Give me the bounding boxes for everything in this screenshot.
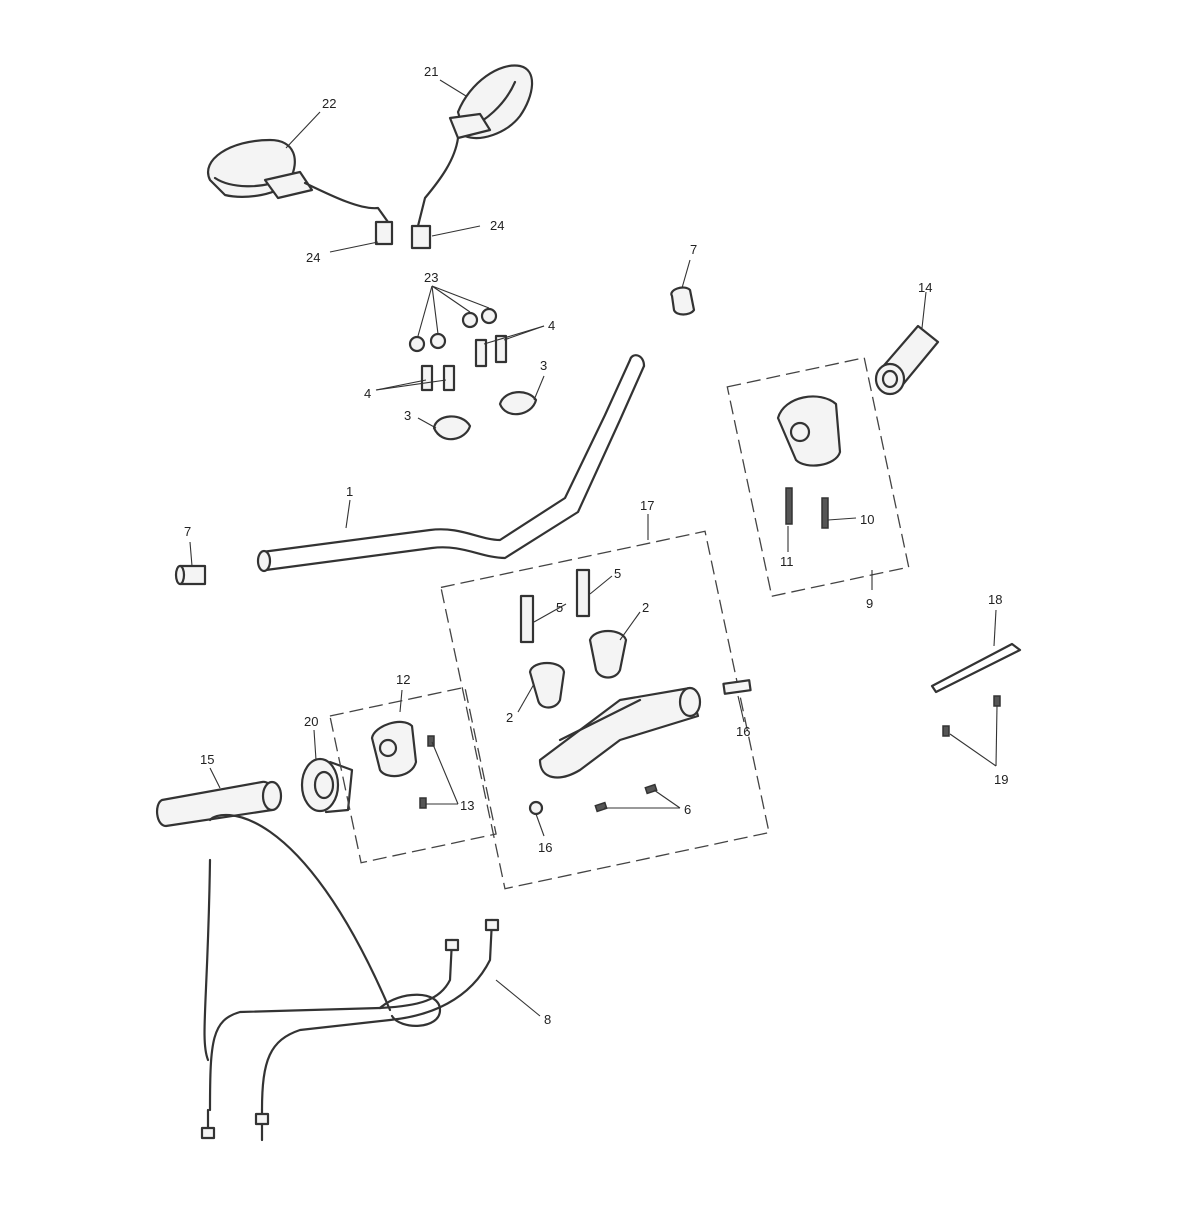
callout-24-left: 24	[306, 250, 320, 265]
riser-bolts-long	[519, 568, 591, 644]
mirror-left	[207, 138, 394, 246]
clamp-caps	[432, 391, 538, 441]
callout-20: 20	[304, 714, 318, 729]
top-yoke	[528, 679, 752, 816]
callout-7-left: 7	[184, 524, 191, 539]
grip-right	[874, 324, 940, 396]
callout-7-right: 7	[690, 242, 697, 257]
callout-2-right: 2	[642, 600, 649, 615]
callout-18: 18	[988, 592, 1002, 607]
callout-17: 17	[640, 498, 654, 513]
bar-end-right	[670, 286, 696, 316]
callout-14: 14	[918, 280, 932, 295]
callout-3-left: 3	[404, 408, 411, 423]
callout-9: 9	[866, 596, 873, 611]
callout-24-right: 24	[490, 218, 504, 233]
callout-6: 6	[684, 802, 691, 817]
mirror-right	[410, 64, 534, 250]
callout-16-right: 16	[736, 724, 750, 739]
switch-housing-right	[776, 395, 842, 529]
switch-right-box	[726, 357, 910, 597]
callout-3-right: 3	[540, 358, 547, 373]
bar-end-left	[174, 564, 207, 586]
callout-4-right: 4	[548, 318, 555, 333]
callout-16-left: 16	[538, 840, 552, 855]
callout-5-left: 5	[556, 600, 563, 615]
callout-21: 21	[424, 64, 438, 79]
leader-lines	[189, 79, 998, 1017]
callout-23: 23	[424, 270, 438, 285]
callout-5-right: 5	[614, 566, 621, 581]
switch-left-box	[329, 686, 497, 864]
callout-11: 11	[780, 554, 794, 569]
grip-left	[156, 780, 283, 828]
callout-4-left: 4	[364, 386, 371, 401]
throttle-cables	[200, 813, 500, 1142]
callout-22: 22	[322, 96, 336, 111]
riser-bolts	[420, 334, 508, 392]
clip-plate	[930, 642, 1022, 737]
callout-15: 15	[200, 752, 214, 767]
callout-1: 1	[346, 484, 353, 499]
callout-12: 12	[396, 672, 410, 687]
switch-housing-left	[370, 720, 435, 809]
handlebar	[256, 354, 646, 573]
risers	[528, 629, 628, 709]
callout-13: 13	[460, 798, 474, 813]
callout-8: 8	[544, 1012, 551, 1027]
callout-labels: 21 22 24 24 23 4 4 3 3 1 7 7 14 17 5 5 2…	[184, 64, 1008, 1027]
callout-10: 10	[860, 512, 874, 527]
callout-2-left: 2	[506, 710, 513, 725]
callout-19: 19	[994, 772, 1008, 787]
